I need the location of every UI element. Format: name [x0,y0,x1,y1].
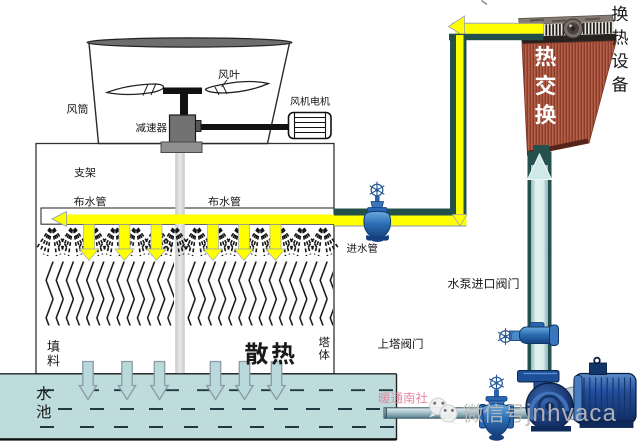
svg-text:jnhvaca: jnhvaca [525,400,617,427]
